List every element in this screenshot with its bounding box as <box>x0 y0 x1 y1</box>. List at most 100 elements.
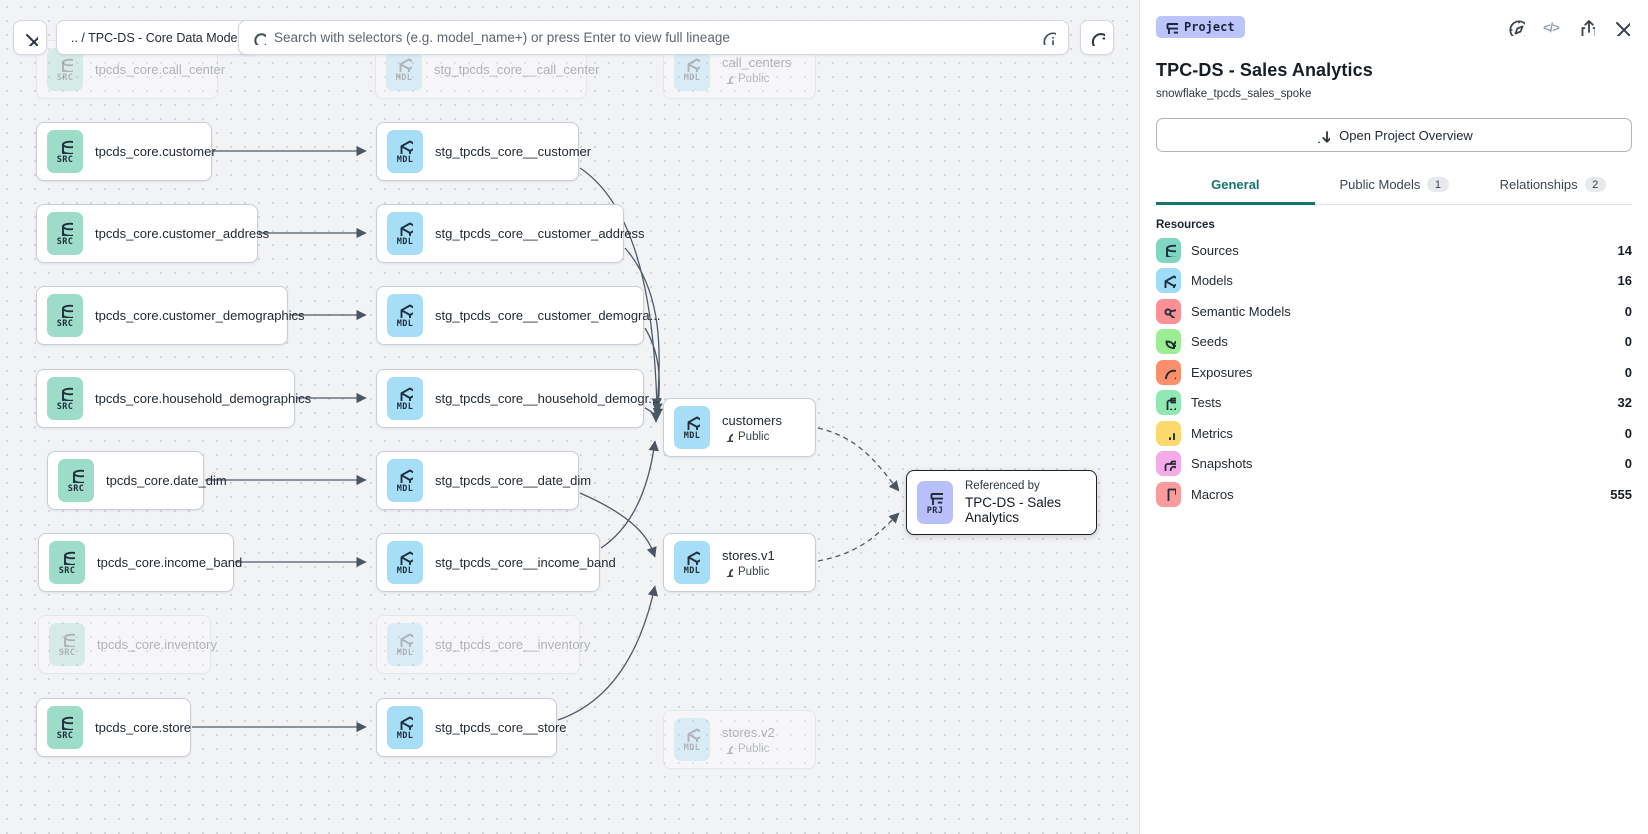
node-label: tpcds_core.household_demographics <box>95 391 312 406</box>
tab-general[interactable]: General <box>1156 168 1315 205</box>
project-node-title: TPC-DS - Sales Analytics <box>965 495 1062 525</box>
source-badge: SRC <box>58 459 94 502</box>
search-input[interactable] <box>274 30 1033 45</box>
model-badge: MDL <box>387 130 423 173</box>
node-label: stg_tpcds_core__call_center <box>434 62 600 77</box>
model-badge: MDL <box>674 541 710 584</box>
badge-label: SRC <box>56 318 74 329</box>
cube-icon <box>400 222 413 236</box>
lineage-node-stg-tpcds-core-income-band[interactable]: MDL stg_tpcds_core__income_band <box>376 533 616 592</box>
cube-icon <box>400 469 413 483</box>
visibility-label: Public <box>738 742 770 755</box>
lineage-node-project[interactable]: PRJ Referenced by TPC-DS - Sales Analyti… <box>906 470 1097 535</box>
lineage-node-tpcds-core.date-dim[interactable]: SRC tpcds_core.date_dim <box>47 451 227 510</box>
tab-public-models[interactable]: Public Models 1 <box>1315 168 1474 205</box>
model-badge: MDL <box>387 294 423 337</box>
lock-open-icon <box>726 75 733 84</box>
details-panel: Project </> TPC-DS - Sales Analytics sno… <box>1139 0 1648 834</box>
lineage-search[interactable] <box>238 20 1069 55</box>
database-icon <box>61 716 73 730</box>
badge-label: MDL <box>395 72 413 83</box>
open-overview-icon <box>1318 130 1331 143</box>
tab-label: Public Models <box>1339 177 1421 192</box>
badge-label: SRC <box>56 730 74 741</box>
lineage-node-stg-tpcds-core-inventory[interactable]: MDL stg_tpcds_core__inventory <box>376 615 590 674</box>
lineage-node-tpcds-core.household-demographics[interactable]: SRC tpcds_core.household_demographics <box>36 369 311 428</box>
explore-lineage-button[interactable] <box>1505 16 1527 38</box>
cube-icon <box>687 728 700 742</box>
source-badge: SRC <box>49 623 85 666</box>
source-badge: SRC <box>47 706 83 749</box>
refresh-lineage-button[interactable] <box>1080 20 1114 55</box>
breadcrumb[interactable]: .. / TPC-DS - Core Data Models <box>56 20 262 55</box>
close-panel-button[interactable] <box>1610 16 1632 38</box>
model-badge: MDL <box>387 377 423 420</box>
badge-label: MDL <box>396 236 414 247</box>
open-project-overview-button[interactable]: Open Project Overview <box>1156 118 1632 152</box>
referenced-by-label: Referenced by <box>965 480 1040 492</box>
model-badge: MDL <box>386 48 422 91</box>
info-icon[interactable] <box>1041 30 1056 45</box>
graph-icon <box>1156 298 1181 324</box>
source-badge: SRC <box>49 541 85 584</box>
gauge-icon <box>1156 359 1181 385</box>
resource-label: Sources <box>1191 242 1239 258</box>
node-label: tpcds_core.store <box>95 720 192 735</box>
share-button[interactable] <box>1575 16 1597 38</box>
compass-icon <box>1509 20 1525 36</box>
cube-icon <box>400 633 413 647</box>
close-lineage-button[interactable] <box>13 20 47 55</box>
cube-icon <box>687 551 700 565</box>
node-label: stg_tpcds_core__inventory <box>435 637 591 652</box>
model-badge: MDL <box>674 406 710 449</box>
model-badge: MDL <box>387 541 423 584</box>
cube-icon <box>400 387 413 401</box>
database-icon <box>1156 237 1181 263</box>
node-label: tpcds_core.date_dim <box>106 473 227 488</box>
model-badge: MDL <box>387 623 423 666</box>
view-code-button[interactable]: </> <box>1540 16 1562 38</box>
node-label: stg_tpcds_core__income_band <box>435 555 616 570</box>
badge-label: MDL <box>683 742 701 753</box>
badge-label: SRC <box>58 647 76 658</box>
resource-label: Semantic Models <box>1191 303 1291 319</box>
visibility-row: Public <box>722 743 775 755</box>
tab-count-badge: 1 <box>1427 177 1449 192</box>
model-badge: MDL <box>674 718 710 761</box>
search-icon <box>254 33 266 45</box>
node-label: call_centers <box>722 54 792 70</box>
badge-label: MDL <box>396 730 414 741</box>
lineage-edges <box>192 145 900 733</box>
source-badge: SRC <box>47 377 83 420</box>
lineage-node-tpcds-core.store[interactable]: SRC tpcds_core.store <box>36 698 191 757</box>
badge-label: MDL <box>683 430 701 441</box>
cube-icon <box>400 716 413 730</box>
